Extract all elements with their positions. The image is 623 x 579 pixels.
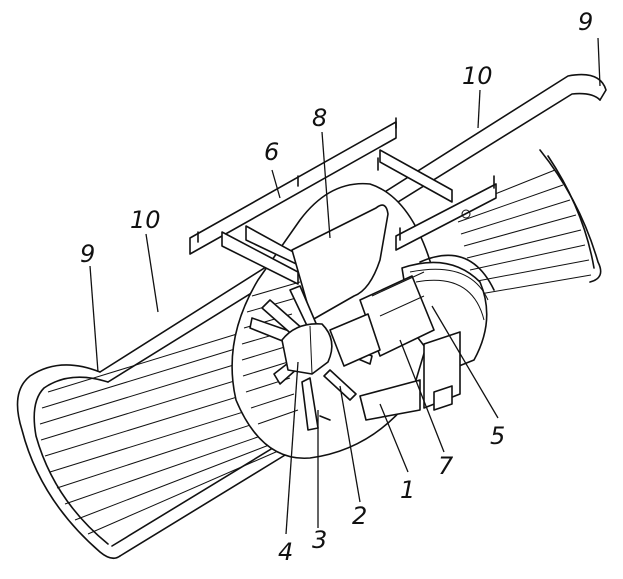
leader-lines (89, 37, 601, 535)
label-9-left: 9 (80, 240, 95, 268)
housing-ribs-right (454, 169, 592, 295)
label-9-right: 9 (578, 8, 593, 36)
label-10-right: 10 (462, 62, 493, 90)
label-2: 2 (352, 502, 367, 530)
housing-shell-left (16, 329, 291, 560)
housing-ribs-left (39, 329, 286, 535)
cover-plate (291, 204, 389, 321)
housing-shell-right (99, 73, 607, 383)
label-5: 5 (490, 422, 505, 450)
label-6: 6 (264, 138, 279, 166)
label-8: 8 (312, 104, 327, 132)
label-3: 3 (312, 526, 327, 554)
label-1: 1 (400, 476, 415, 504)
label-7: 7 (438, 452, 454, 480)
motor-assembly (359, 254, 495, 411)
impeller (249, 285, 381, 431)
label-10-left: 10 (130, 206, 161, 234)
label-4: 4 (278, 538, 293, 566)
support-braces (319, 379, 421, 421)
